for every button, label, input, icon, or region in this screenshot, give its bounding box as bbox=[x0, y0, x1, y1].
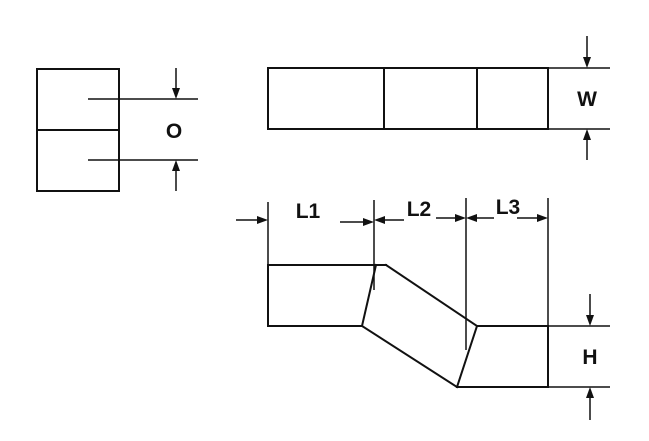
l2-arrow-left-icon bbox=[374, 216, 385, 224]
height-arrow-top-icon bbox=[586, 315, 594, 326]
l2-label: L2 bbox=[407, 198, 432, 221]
height-label: H bbox=[582, 346, 597, 369]
l3-label: L3 bbox=[496, 196, 521, 219]
top-view-outline bbox=[267, 67, 549, 130]
l1-arrow-right-icon bbox=[363, 218, 374, 226]
side-slope-bottom bbox=[360, 324, 459, 389]
offset-label: O bbox=[166, 120, 182, 143]
height-arrow-bottom-icon bbox=[586, 387, 594, 398]
offset-arrow-top-icon bbox=[172, 88, 180, 99]
l3-arrow-right-icon bbox=[537, 214, 548, 222]
side-view: L1 L2 L3 H bbox=[236, 196, 610, 420]
l3-arrow-left-icon bbox=[466, 214, 477, 222]
l2-arrow-right-icon bbox=[455, 214, 466, 222]
top-view: W bbox=[267, 36, 610, 160]
side-right-segment bbox=[456, 325, 549, 388]
side-joint-right bbox=[455, 324, 479, 389]
l1-arrow-left-icon bbox=[257, 216, 268, 224]
end-view: O bbox=[36, 68, 198, 192]
l1-label: L1 bbox=[296, 200, 321, 223]
offset-arrow-bottom-icon bbox=[172, 160, 180, 171]
width-arrow-top-icon bbox=[583, 57, 591, 68]
side-left-segment bbox=[267, 264, 377, 327]
side-slope-top bbox=[384, 263, 479, 328]
width-label: W bbox=[577, 88, 597, 111]
width-arrow-bottom-icon bbox=[583, 129, 591, 140]
